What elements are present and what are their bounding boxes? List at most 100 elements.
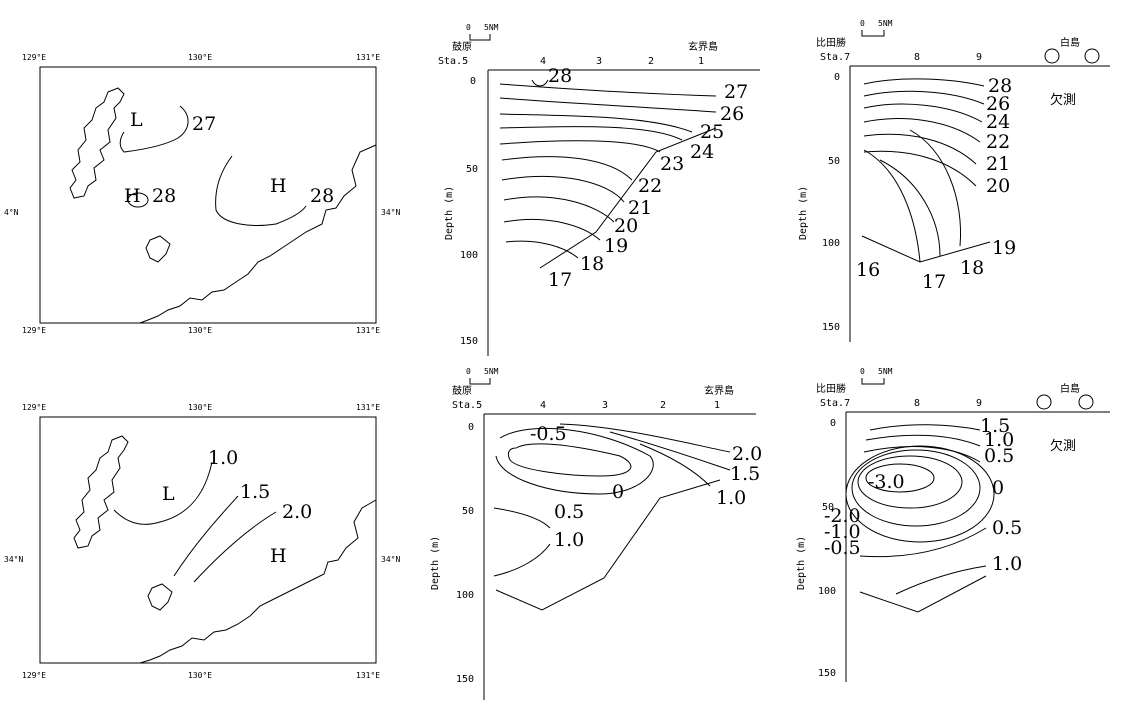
map-bottom-lon-130-bottom: 130°E	[188, 671, 212, 680]
section-top-hitakatsu-contour-19	[909, 129, 962, 247]
map-bottom-lat-left: 34°N	[4, 555, 23, 564]
section-bottom-hitakatsu-label-minus-1.0: -1.0	[824, 521, 861, 543]
section-top-hitakatsu-label-24: 24	[986, 111, 1010, 133]
section-top-hitakatsu-depth-150: 150	[822, 322, 840, 333]
section-bottom-genkai-label-2.0: 2.0	[732, 443, 762, 465]
section-top-hitakatsu-ylabel: Depth (m)	[798, 186, 809, 240]
section-top-genkai-contour-24	[499, 126, 683, 141]
section-bottom-hitakatsu-depth-50: 50	[822, 502, 834, 513]
section-top-genkai-label-26: 26	[720, 103, 744, 125]
section-top-hitakatsu-contour-22	[863, 118, 981, 143]
section-bottom-genkai-depth-50: 50	[462, 506, 474, 517]
section-top-hitakatsu-contour-20	[863, 150, 977, 187]
section-top-hitakatsu-island-marker-1	[1044, 48, 1060, 64]
section-top-genkai-sta-1: 1	[698, 56, 704, 67]
map-bottom-lon-129-bottom: 129°E	[22, 671, 46, 680]
section-top-hitakatsu-label-16: 16	[856, 259, 880, 281]
section-top-genkai-label-22: 22	[638, 175, 662, 197]
section-bottom-genkai-sta-2: 2	[660, 400, 666, 411]
section-top-hitakatsu-contour-28	[863, 78, 985, 87]
map-top-lat-right: 34°N	[381, 208, 400, 217]
map-top-frame	[39, 66, 377, 324]
section-bottom-hitakatsu-scale-0: 0	[860, 367, 865, 376]
map-top-contour-27	[119, 105, 189, 153]
section-bottom-hitakatsu-contour-1.0-top	[865, 434, 981, 447]
section-top-hitakatsu-label-21: 21	[986, 153, 1010, 175]
section-bottom-hitakatsu-label-1.0-top: 1.0	[984, 429, 1014, 451]
section-bottom-genkai: 0 5NM 鼓原 玄界島 Sta.5 4 3 2 1 0 50 100 150 …	[430, 367, 762, 700]
section-top-hitakatsu-island-marker-2	[1084, 48, 1100, 64]
section-bottom-hitakatsu-label-1.0-bottom: 1.0	[992, 553, 1022, 575]
section-top-hitakatsu-contour-17	[863, 149, 921, 263]
section-top-genkai-bottom-profile	[539, 127, 717, 269]
section-bottom-genkai-depth-150: 150	[456, 674, 474, 685]
section-top-hitakatsu-label-18: 18	[960, 257, 984, 279]
section-bottom-genkai-right-station: 玄界島	[704, 384, 734, 397]
section-top-hitakatsu-label-26: 26	[986, 93, 1010, 115]
section-bottom-hitakatsu-missing-label: 欠測	[1050, 438, 1076, 454]
section-bottom-hitakatsu-contour-minus-0.5	[845, 445, 995, 543]
section-top-hitakatsu-contour-26	[863, 90, 985, 105]
map-top: 129°E 130°E 131°E 4°N 34°N 129°E 130°E 1…	[4, 53, 400, 335]
section-top-hitakatsu-contour-24	[863, 103, 983, 123]
map-top-lon-129-bottom: 129°E	[22, 326, 46, 335]
map-top-contour-label-27: 27	[192, 113, 216, 135]
section-bottom-hitakatsu-label-0.5-bottom: 0.5	[992, 517, 1022, 539]
section-top-genkai-label-20: 20	[614, 215, 638, 237]
map-bottom-lon-131-bottom: 131°E	[356, 671, 380, 680]
section-bottom-hitakatsu-contour-minus-1.0	[851, 449, 981, 527]
section-bottom-genkai-label-minus-0.5: -0.5	[530, 423, 567, 445]
section-bottom-hitakatsu-contour-0.5-bottom	[859, 527, 987, 558]
section-bottom-genkai-contour-1.0-east	[639, 443, 711, 487]
section-top-genkai-ylabel: Depth (m)	[444, 186, 455, 240]
section-top-hitakatsu-depth-0: 0	[834, 72, 840, 83]
section-top-genkai-label-27: 27	[724, 81, 748, 103]
section-top-genkai-label-28: 28	[548, 65, 572, 87]
section-top-genkai-contour-21	[501, 175, 625, 203]
section-bottom-hitakatsu-left-station: 比田勝	[816, 382, 846, 395]
map-bottom-tsushima-island	[73, 435, 129, 549]
section-top-hitakatsu-sta-8: 8	[914, 52, 920, 63]
section-top-genkai-depth-50: 50	[466, 164, 478, 175]
map-bottom-iki-island	[147, 583, 173, 611]
map-top-high-label-west: H	[124, 185, 141, 207]
map-top-iki-island	[145, 235, 171, 263]
section-bottom-genkai-contour-minus-0.5	[507, 443, 632, 477]
section-bottom-genkai-contour-0.5-west	[493, 507, 551, 529]
section-bottom-genkai-contour-1.0-west	[493, 543, 551, 577]
section-top-genkai-sta-3: 3	[596, 56, 602, 67]
section-top-genkai-depth-0: 0	[470, 76, 476, 87]
section-bottom-genkai-contour-0	[495, 427, 654, 495]
map-top-lon-131-bottom: 131°E	[356, 326, 380, 335]
map-bottom-contour-label-1.5: 1.5	[240, 481, 270, 503]
section-bottom-genkai-ylabel: Depth (m)	[430, 536, 441, 590]
section-top-genkai-contour-26	[499, 97, 717, 113]
map-top-contour-label-28-west: 28	[152, 185, 176, 207]
map-top-high-label-east: H	[270, 175, 287, 197]
section-bottom-genkai-scale-5nm: 5NM	[484, 367, 499, 376]
section-bottom-genkai-bottom-profile	[495, 479, 721, 611]
section-bottom-hitakatsu-contour-1.5	[869, 424, 981, 431]
section-bottom-hitakatsu-sta-9: 9	[976, 398, 982, 409]
map-bottom-contour-1.5	[173, 495, 239, 577]
section-bottom-genkai-sta-5: Sta.5	[452, 400, 482, 411]
section-bottom-hitakatsu-contour-minus-3.0	[865, 463, 935, 493]
section-bottom-genkai-left-station: 鼓原	[452, 384, 472, 397]
section-bottom-genkai-label-0: 0	[612, 481, 624, 503]
section-top-genkai-sta-4: 4	[540, 56, 546, 67]
section-bottom-hitakatsu-label-0: 0	[992, 477, 1004, 499]
section-bottom-genkai-label-1.0-west: 1.0	[554, 529, 584, 551]
map-bottom: 129°E 130°E 131°E 34°N 34°N 129°E 130°E …	[4, 403, 400, 680]
section-top-hitakatsu-label-20: 20	[986, 175, 1010, 197]
section-top-hitakatsu: 0 5NM 比田勝 白島 Sta.7 8 9 0 50 100 150 Dept…	[798, 19, 1110, 342]
section-bottom-genkai-label-1.5: 1.5	[730, 463, 760, 485]
section-top-genkai-label-21: 21	[628, 197, 652, 219]
section-top-hitakatsu-contour-21	[863, 133, 977, 165]
section-bottom-genkai-depth-100: 100	[456, 590, 474, 601]
map-bottom-low-label: L	[162, 483, 175, 505]
section-top-genkai-scale-5nm: 5NM	[484, 23, 499, 32]
section-top-genkai-contour-27	[499, 83, 717, 97]
map-bottom-frame	[39, 416, 377, 664]
section-top-genkai-contour-20	[503, 196, 615, 223]
section-top-hitakatsu-sta-7: Sta.7	[820, 52, 850, 63]
